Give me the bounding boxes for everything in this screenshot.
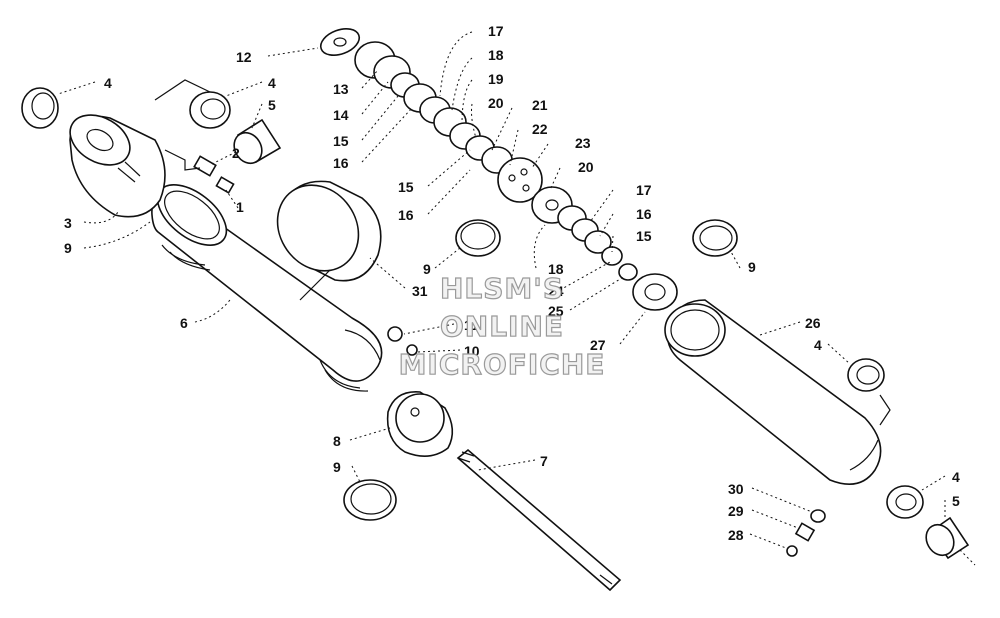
callout-30: 30 [728, 481, 744, 497]
callout-13: 13 [333, 81, 349, 97]
callout-28: 28 [728, 527, 744, 543]
callout-21: 21 [532, 97, 548, 113]
callout-23: 23 [575, 135, 591, 151]
part-2-fitting [193, 155, 217, 177]
part-7-shaft [456, 448, 622, 592]
part-9-ring-b [692, 219, 738, 257]
callout-17-b: 17 [636, 182, 652, 198]
part-11-ball [387, 326, 403, 342]
leader-line [959, 549, 976, 566]
callout-20-b: 20 [578, 159, 594, 175]
callout-16-c: 16 [636, 206, 652, 222]
callout-9-a: 9 [64, 240, 72, 256]
watermark: HLSM'S ONLINE MICROFICHE [398, 271, 606, 381]
callout-16-a: 16 [333, 155, 349, 171]
watermark-line-1: HLSM'S [440, 272, 564, 305]
watermark-line-2: ONLINE [440, 310, 564, 343]
callout-1: 1 [236, 199, 244, 215]
callout-3: 3 [64, 215, 72, 231]
part-28-ball [786, 545, 798, 557]
part-27-seal-head [632, 273, 678, 311]
part-5-sleeve-a [233, 118, 282, 165]
callout-25: 25 [548, 303, 564, 319]
callout-18-a: 18 [488, 47, 504, 63]
callout-4-b: 4 [268, 75, 276, 91]
part-5-sleeve-b [925, 516, 970, 560]
part-3-top-eye [69, 114, 166, 218]
callout-20-a: 20 [488, 95, 504, 111]
callout-26: 26 [805, 315, 821, 331]
callout-7: 7 [540, 453, 548, 469]
part-6-body-tube [151, 184, 383, 392]
callout-10: 10 [464, 343, 480, 359]
callout-8: 8 [333, 433, 341, 449]
callout-18-b: 18 [548, 261, 564, 277]
callout-16-b: 16 [398, 207, 414, 223]
callout-31: 31 [412, 283, 428, 299]
callout-12: 12 [236, 49, 252, 65]
part-8-end-cap [386, 391, 454, 457]
part-26-reservoir-tube [664, 299, 882, 486]
piston-stack [319, 28, 638, 281]
callout-19: 19 [488, 71, 504, 87]
callout-24: 24 [548, 283, 564, 299]
part-4-bushing-b [189, 91, 231, 129]
callout-6: 6 [180, 315, 188, 331]
part-31-reservoir-cap [276, 180, 382, 301]
callout-29: 29 [728, 503, 744, 519]
part-4-bushing-d [886, 485, 924, 519]
callout-9-c: 9 [748, 259, 756, 275]
part-30-plug [810, 509, 826, 523]
callout-4-d: 4 [952, 469, 960, 485]
callout-27: 27 [590, 337, 606, 353]
callout-numbers: 1 2 3 4 4 4 4 5 5 6 7 8 9 9 9 9 10 11 12… [64, 23, 960, 543]
callout-15-c: 15 [636, 228, 652, 244]
callout-11: 11 [464, 317, 479, 333]
part-9-ring-c [343, 479, 397, 521]
part-10-ball [406, 344, 418, 356]
part-9-ring-a [455, 219, 501, 257]
callout-2: 2 [232, 145, 240, 161]
part-4-bushing-a [21, 87, 59, 129]
bracket-line [879, 394, 891, 426]
callout-5-b: 5 [952, 493, 960, 509]
callout-15-a: 15 [333, 133, 349, 149]
callout-15-b: 15 [398, 179, 414, 195]
leader-lines [57, 31, 946, 549]
callout-4-c: 4 [814, 337, 822, 353]
callout-4-a: 4 [104, 75, 112, 91]
callout-9-d: 9 [333, 459, 341, 475]
part-29-screw [794, 522, 816, 542]
part-1-valve [215, 176, 235, 194]
callout-17-a: 17 [488, 23, 504, 39]
watermark-line-3: MICROFICHE [399, 348, 606, 381]
callout-22: 22 [532, 121, 548, 137]
callout-14: 14 [333, 107, 349, 123]
callout-9-b: 9 [423, 261, 431, 277]
callout-5-a: 5 [268, 97, 276, 113]
part-4-bushing-c [847, 358, 885, 392]
